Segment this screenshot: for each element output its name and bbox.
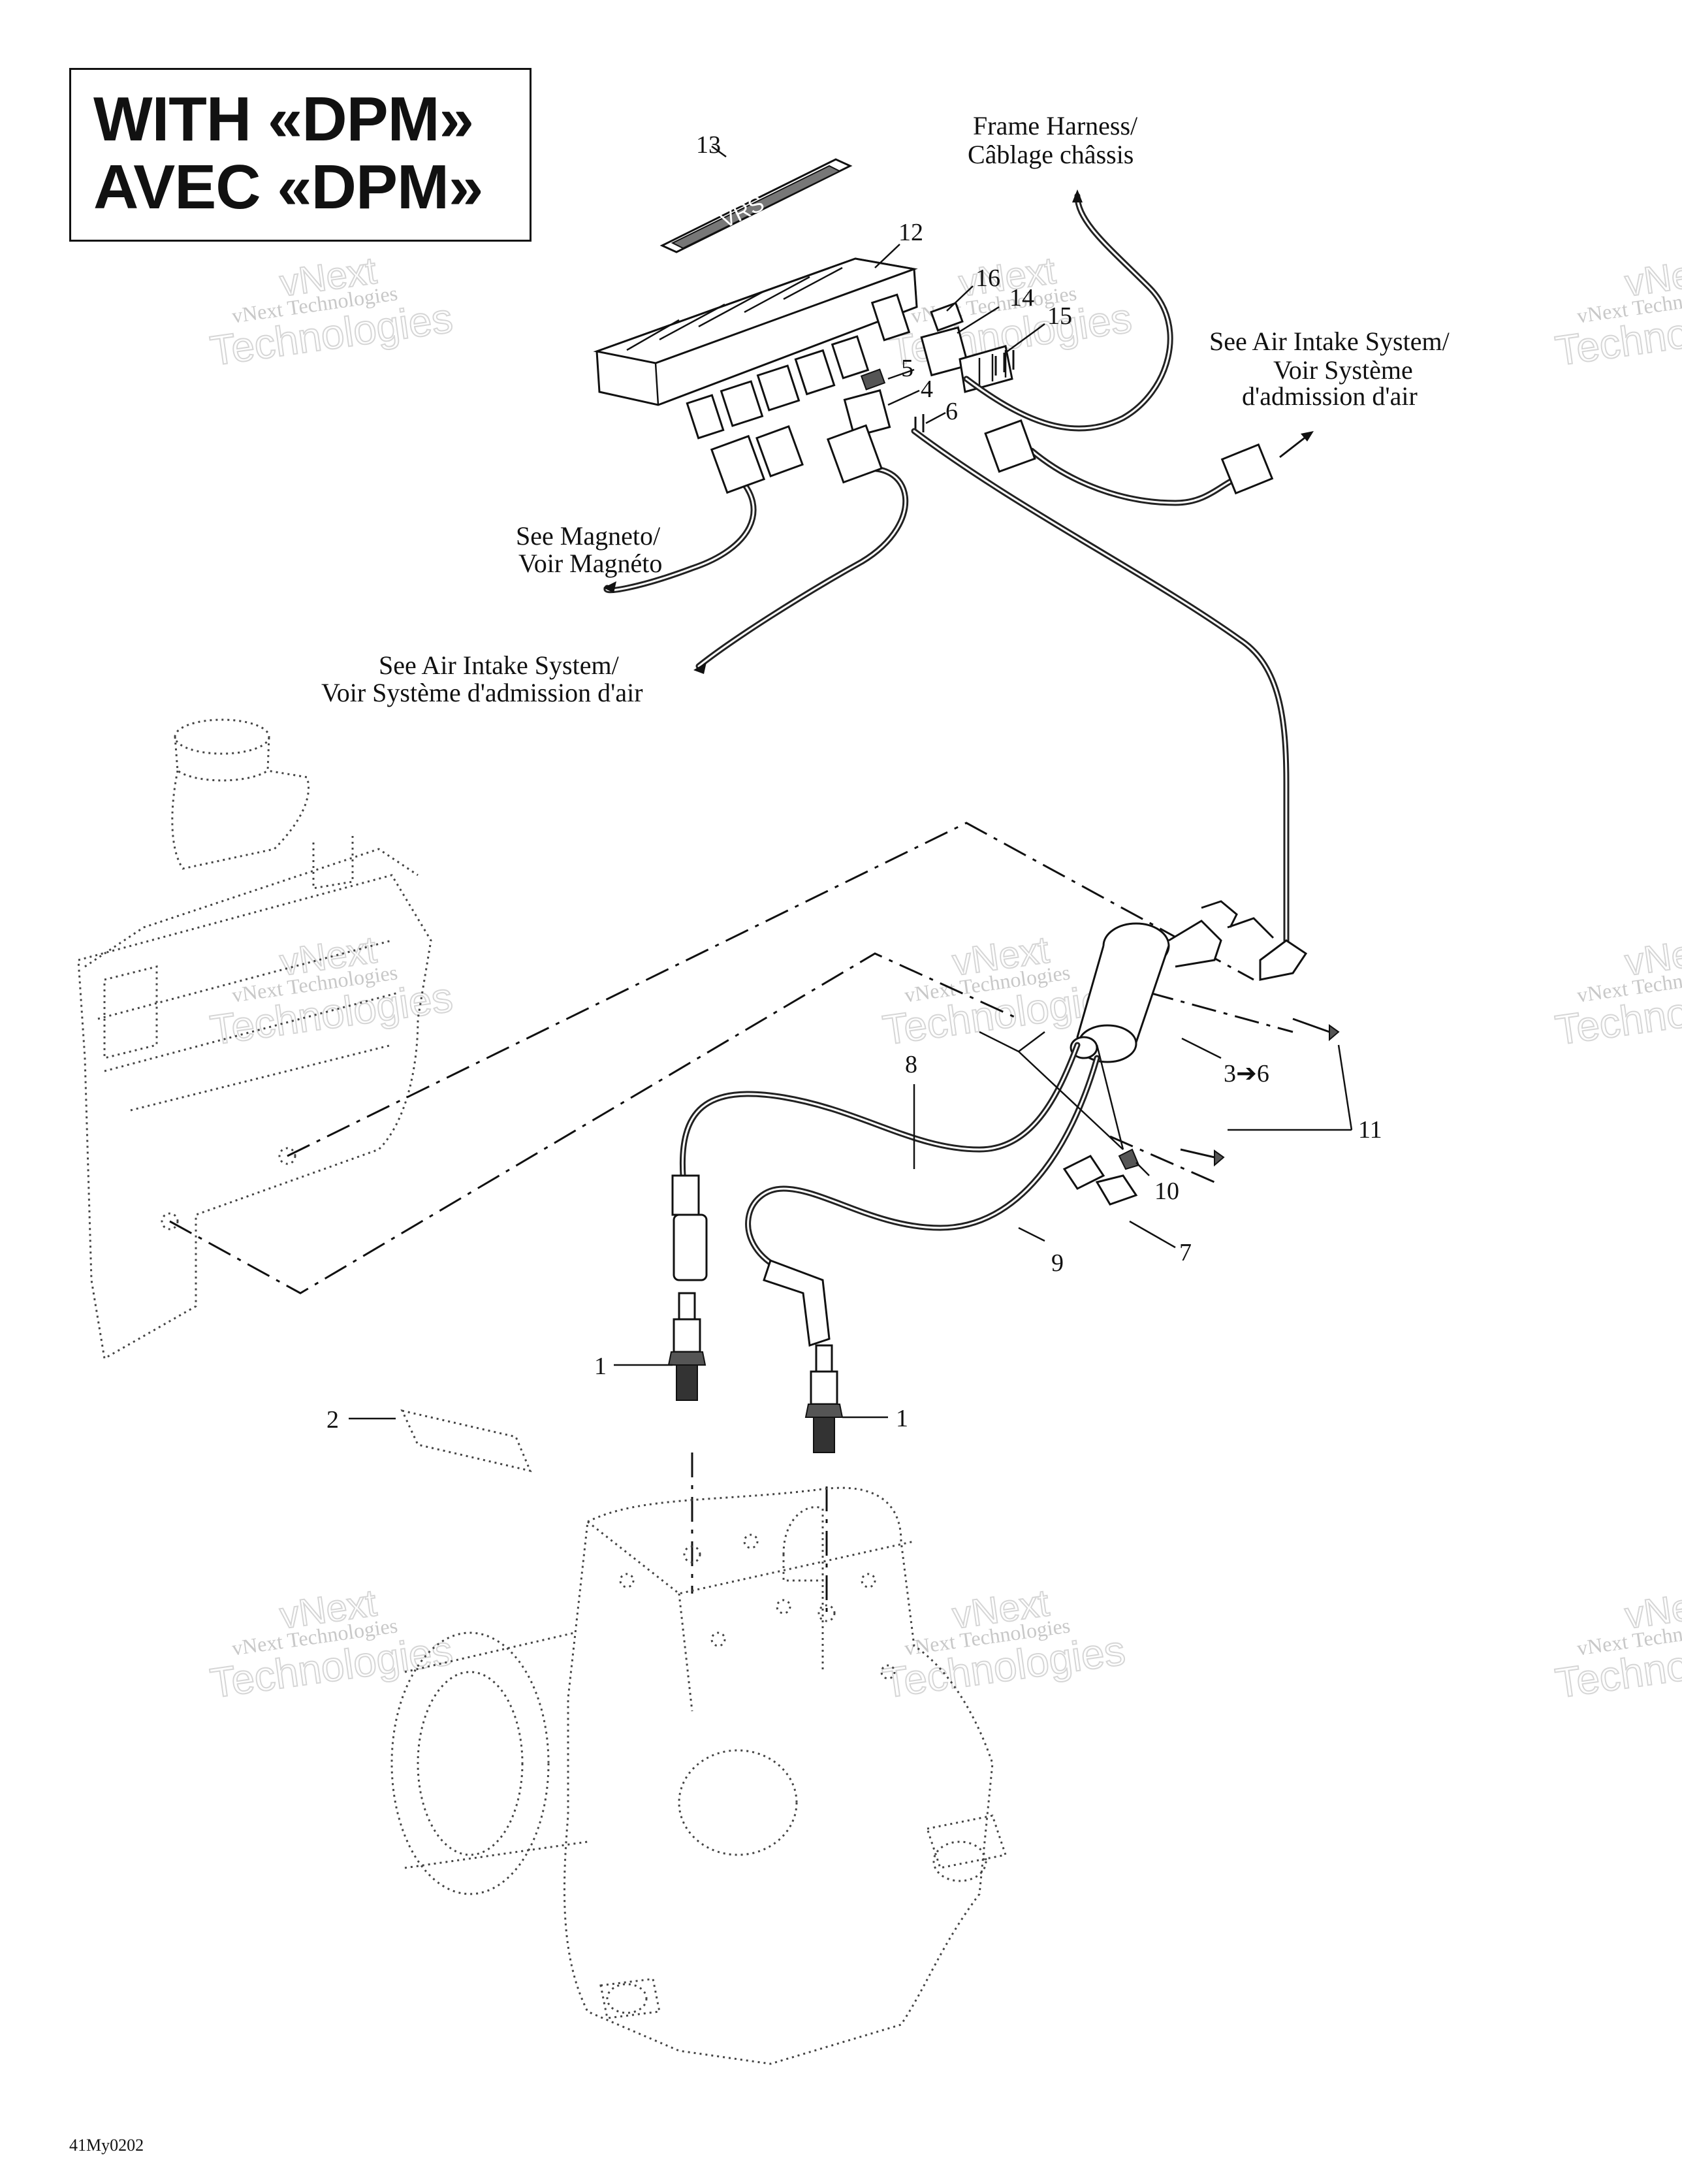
svg-text:See Air Intake System/: See Air Intake System/ — [379, 650, 620, 680]
part-number-1-right: 1 — [896, 1405, 908, 1432]
part-number-15: 15 — [1047, 302, 1072, 330]
part-number-10: 10 — [1154, 1178, 1179, 1205]
ecu-module-part-12 — [593, 257, 918, 440]
part-number-14: 14 — [1009, 284, 1034, 312]
part-number-9: 9 — [1051, 1249, 1064, 1277]
part-2-strip — [400, 1409, 532, 1473]
ignition-coil-part-3-6 — [1070, 900, 1340, 1167]
part-number-12: 12 — [898, 219, 923, 246]
part-number-1-left: 1 — [594, 1353, 607, 1380]
title-avec-dpm: AVEC «DPM» — [93, 152, 483, 222]
document-code: 41My0202 — [69, 2136, 144, 2155]
watermark-8: vNext vNext Technologies Technologies — [879, 1581, 1128, 1708]
pins-15 — [994, 350, 1015, 376]
title-with-dpm: WITH «DPM» — [93, 84, 474, 154]
connector-parts — [843, 302, 1015, 438]
part-number-6: 6 — [945, 398, 958, 425]
part-number-8: 8 — [905, 1051, 917, 1078]
svg-text:See Air Intake System/: See Air Intake System/ — [1209, 327, 1450, 356]
ht-wire-part-8 — [679, 1042, 1081, 1179]
part-numbers: 13 12 16 14 15 5 4 6 8 3➔6 11 10 7 9 1 1… — [326, 131, 1382, 1434]
callout-frame-harness: Frame Harness/ Câblage châssis — [968, 111, 1138, 169]
svg-text:Voir Système: Voir Système — [1273, 355, 1413, 385]
connector-14 — [920, 326, 970, 377]
part-number-2: 2 — [326, 1406, 339, 1434]
part-number-4: 4 — [921, 376, 933, 403]
part-number-7: 7 — [1179, 1239, 1192, 1266]
part-number-13: 13 — [696, 131, 721, 159]
callout-air-intake-left: See Air Intake System/ Voir Système d'ad… — [321, 650, 643, 707]
watermarks: vNext vNext Technologies Technologies vN… — [206, 249, 1682, 1708]
svg-text:d'admission d'air: d'admission d'air — [1242, 381, 1418, 411]
ht-wire-part-9 — [745, 1055, 1100, 1270]
spark-plug-caps — [671, 1174, 831, 1347]
title-box: WITH «DPM» AVEC «DPM» — [69, 68, 532, 242]
svg-text:Voir Magnéto: Voir Magnéto — [518, 549, 662, 578]
part-number-16: 16 — [976, 265, 1000, 292]
svg-text:Câblage châssis: Câblage châssis — [968, 140, 1134, 169]
harness-connectors — [710, 419, 1274, 495]
svg-text:Frame Harness/: Frame Harness/ — [973, 111, 1138, 140]
harness-wires — [603, 193, 1290, 944]
svg-text:Voir Système d'admission d'air: Voir Système d'admission d'air — [321, 678, 643, 707]
small-parts-7-10 — [979, 1031, 1140, 1206]
decal-text: VRS — [716, 191, 769, 233]
part-number-3-6: 3➔6 — [1224, 1060, 1269, 1087]
callout-air-intake-right: See Air Intake System/ Voir Système d'ad… — [1209, 327, 1450, 411]
oil-tank — [77, 718, 432, 1360]
leader-lines — [349, 145, 1353, 1420]
watermark-7: vNext vNext Technologies Technologies — [206, 1581, 456, 1708]
part-number-11: 11 — [1358, 1116, 1382, 1144]
connector-4 — [843, 389, 891, 438]
engine-block — [390, 1486, 1007, 2065]
decal-part-13: VRS — [659, 158, 853, 253]
part-number-5: 5 — [901, 355, 913, 382]
svg-text:See Magneto/: See Magneto/ — [516, 521, 661, 551]
callout-magneto: See Magneto/ Voir Magnéto — [516, 521, 662, 578]
watermark-9: vNext vNext Technologies Technologies — [1551, 1581, 1682, 1708]
watermark-3: vNext vNext Technologies Technologies — [1551, 249, 1682, 376]
callout-arrows — [603, 189, 1314, 674]
assembly-lines — [169, 822, 1293, 1620]
clip-5 — [860, 368, 886, 391]
connector-16 — [930, 302, 964, 332]
spark-plug-1-left — [667, 1292, 706, 1401]
watermark-6: vNext vNext Technologies Technologies — [1551, 928, 1682, 1055]
watermark-1: vNext vNext Technologies Technologies — [206, 249, 456, 376]
spark-plug-1-right — [804, 1344, 844, 1453]
